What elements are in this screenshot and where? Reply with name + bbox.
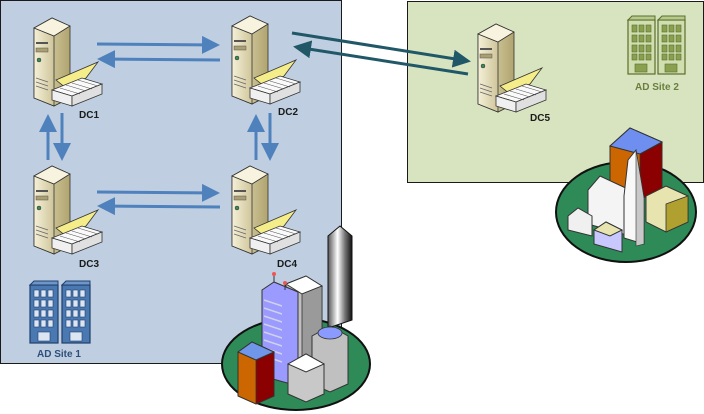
dc1-label: DC1 xyxy=(79,110,99,121)
dc1-server-icon[interactable] xyxy=(33,17,103,107)
arrow-dc3-to-dc4 xyxy=(96,183,220,202)
inter-site-arrows xyxy=(291,31,471,76)
arrow-dc1-to-dc2 xyxy=(96,35,220,54)
arrow-dc2-to-dc1 xyxy=(97,50,221,69)
office-buildings-icon xyxy=(626,15,686,75)
intra-site-arrows xyxy=(39,35,279,216)
ad-site-2-label: AD Site 2 xyxy=(635,82,679,93)
dc4-label: DC4 xyxy=(277,259,297,270)
dc2-label: DC2 xyxy=(278,107,298,118)
arrow-dc4-to-dc3 xyxy=(97,197,221,216)
dc2-server-icon[interactable] xyxy=(231,15,301,105)
city-skyline-icon xyxy=(221,225,371,411)
ad-site-1-label: AD Site 1 xyxy=(37,349,81,360)
village-church-icon xyxy=(555,127,697,263)
office-buildings-icon xyxy=(28,280,91,344)
dc3-server-icon[interactable] xyxy=(33,165,103,255)
arrow-dc5-to-dc2 xyxy=(293,40,469,76)
dc4-server-icon[interactable] xyxy=(231,165,301,255)
arrow-dc2-to-dc5 xyxy=(291,31,471,68)
dc5-server-icon[interactable] xyxy=(477,23,547,113)
dc3-label: DC3 xyxy=(79,259,99,270)
dc5-label: DC5 xyxy=(530,113,550,124)
